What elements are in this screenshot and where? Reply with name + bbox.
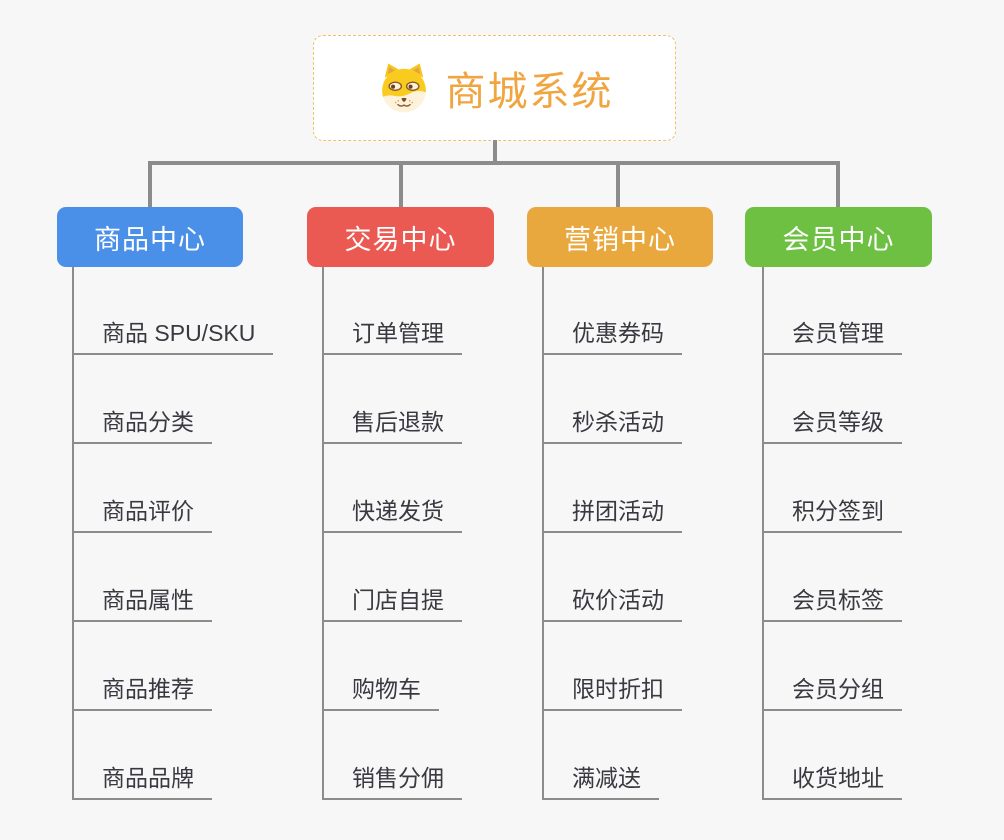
connector-drop-product-center [148, 161, 152, 207]
branch-child-line [542, 267, 544, 800]
branch-node-trade-center[interactable]: 交易中心 [307, 207, 494, 267]
leaf-node-label: 秒杀活动 [572, 409, 664, 435]
branch-node-member-center[interactable]: 会员中心 [745, 207, 932, 267]
leaf-node[interactable]: 商品 SPU/SKU [72, 318, 274, 355]
leaf-node-label: 积分签到 [792, 498, 884, 524]
leaf-node-label: 商品推荐 [102, 676, 194, 702]
connector-drop-member-center [836, 161, 840, 207]
connector-drop-marketing-center [616, 161, 620, 207]
leaf-node-label: 会员管理 [792, 320, 884, 346]
leaf-node[interactable]: 订单管理 [322, 318, 462, 355]
branch-children-product-center: 商品 SPU/SKU 商品分类 商品评价 商品属性 商品推荐 商品品牌 [72, 267, 302, 807]
leaf-node[interactable]: 售后退款 [322, 407, 462, 444]
leaf-node[interactable]: 限时折扣 [542, 674, 682, 711]
root-node-title: 商城系统 [445, 70, 614, 114]
branch-children-member-center: 会员管理 会员等级 积分签到 会员标签 会员分组 收货地址 [762, 267, 992, 807]
leaf-node-label: 商品分类 [102, 409, 194, 435]
connector-bus [148, 161, 840, 165]
leaf-node[interactable]: 销售分佣 [322, 763, 462, 800]
leaf-node[interactable]: 商品分类 [72, 407, 212, 444]
branch-child-line [72, 267, 74, 800]
branch-node-label: 营销中心 [564, 224, 676, 255]
leaf-node-label: 砍价活动 [572, 587, 664, 613]
branch-node-marketing-center[interactable]: 营销中心 [527, 207, 713, 267]
leaf-node[interactable]: 拼团活动 [542, 496, 682, 533]
leaf-node-label: 商品评价 [102, 498, 194, 524]
branch-children-marketing-center: 优惠券码 秒杀活动 拼团活动 砍价活动 限时折扣 满减送 [542, 267, 772, 807]
branch-node-label: 会员中心 [782, 224, 895, 255]
branch-child-line [762, 267, 764, 800]
leaf-node-label: 快递发货 [352, 498, 444, 524]
leaf-node[interactable]: 会员分组 [762, 674, 902, 711]
leaf-node-label: 商品属性 [102, 587, 194, 613]
leaf-node[interactable]: 积分签到 [762, 496, 902, 533]
branch-node-label: 商品中心 [94, 224, 206, 255]
leaf-node-label: 会员标签 [792, 587, 884, 613]
leaf-node[interactable]: 优惠券码 [542, 318, 682, 355]
leaf-node-label: 拼团活动 [572, 498, 664, 524]
leaf-node[interactable]: 会员标签 [762, 585, 902, 622]
leaf-node-label: 商品品牌 [102, 765, 194, 791]
leaf-node[interactable]: 秒杀活动 [542, 407, 682, 444]
leaf-node[interactable]: 商品属性 [72, 585, 212, 622]
connector-root-stub [493, 140, 497, 163]
leaf-node[interactable]: 满减送 [542, 763, 659, 800]
leaf-node-label: 门店自提 [352, 587, 444, 613]
root-node[interactable]: 商城系统 [313, 35, 676, 141]
leaf-node[interactable]: 砍价活动 [542, 585, 682, 622]
leaf-node-label: 销售分佣 [352, 765, 444, 791]
connector-drop-trade-center [399, 161, 403, 207]
leaf-node-label: 购物车 [352, 676, 421, 702]
branch-node-label: 交易中心 [344, 224, 457, 255]
leaf-node-label: 收货地址 [792, 765, 884, 791]
leaf-node[interactable]: 购物车 [322, 674, 439, 711]
leaf-node[interactable]: 门店自提 [322, 585, 462, 622]
branch-child-line [322, 267, 324, 800]
leaf-node-label: 会员分组 [792, 676, 884, 702]
leaf-node[interactable]: 会员管理 [762, 318, 902, 355]
leaf-node[interactable]: 快递发货 [322, 496, 462, 533]
leaf-node[interactable]: 商品品牌 [72, 763, 212, 800]
branch-node-product-center[interactable]: 商品中心 [57, 207, 243, 267]
leaf-node-label: 会员等级 [792, 409, 884, 435]
leaf-node-label: 满减送 [572, 765, 641, 791]
leaf-node[interactable]: 收货地址 [762, 763, 902, 800]
leaf-node-label: 订单管理 [352, 320, 444, 346]
leaf-node[interactable]: 商品评价 [72, 496, 212, 533]
leaf-node[interactable]: 商品推荐 [72, 674, 212, 711]
branch-children-trade-center: 订单管理 售后退款 快递发货 门店自提 购物车 销售分佣 [322, 267, 552, 807]
leaf-node-label: 售后退款 [352, 409, 444, 435]
leaf-node-label: 商品 SPU/SKU [102, 320, 256, 346]
leaf-node-label: 限时折扣 [572, 676, 664, 702]
doge-dog-face-icon[interactable] [376, 62, 432, 114]
leaf-node[interactable]: 会员等级 [762, 407, 902, 444]
leaf-node-label: 优惠券码 [572, 320, 664, 346]
